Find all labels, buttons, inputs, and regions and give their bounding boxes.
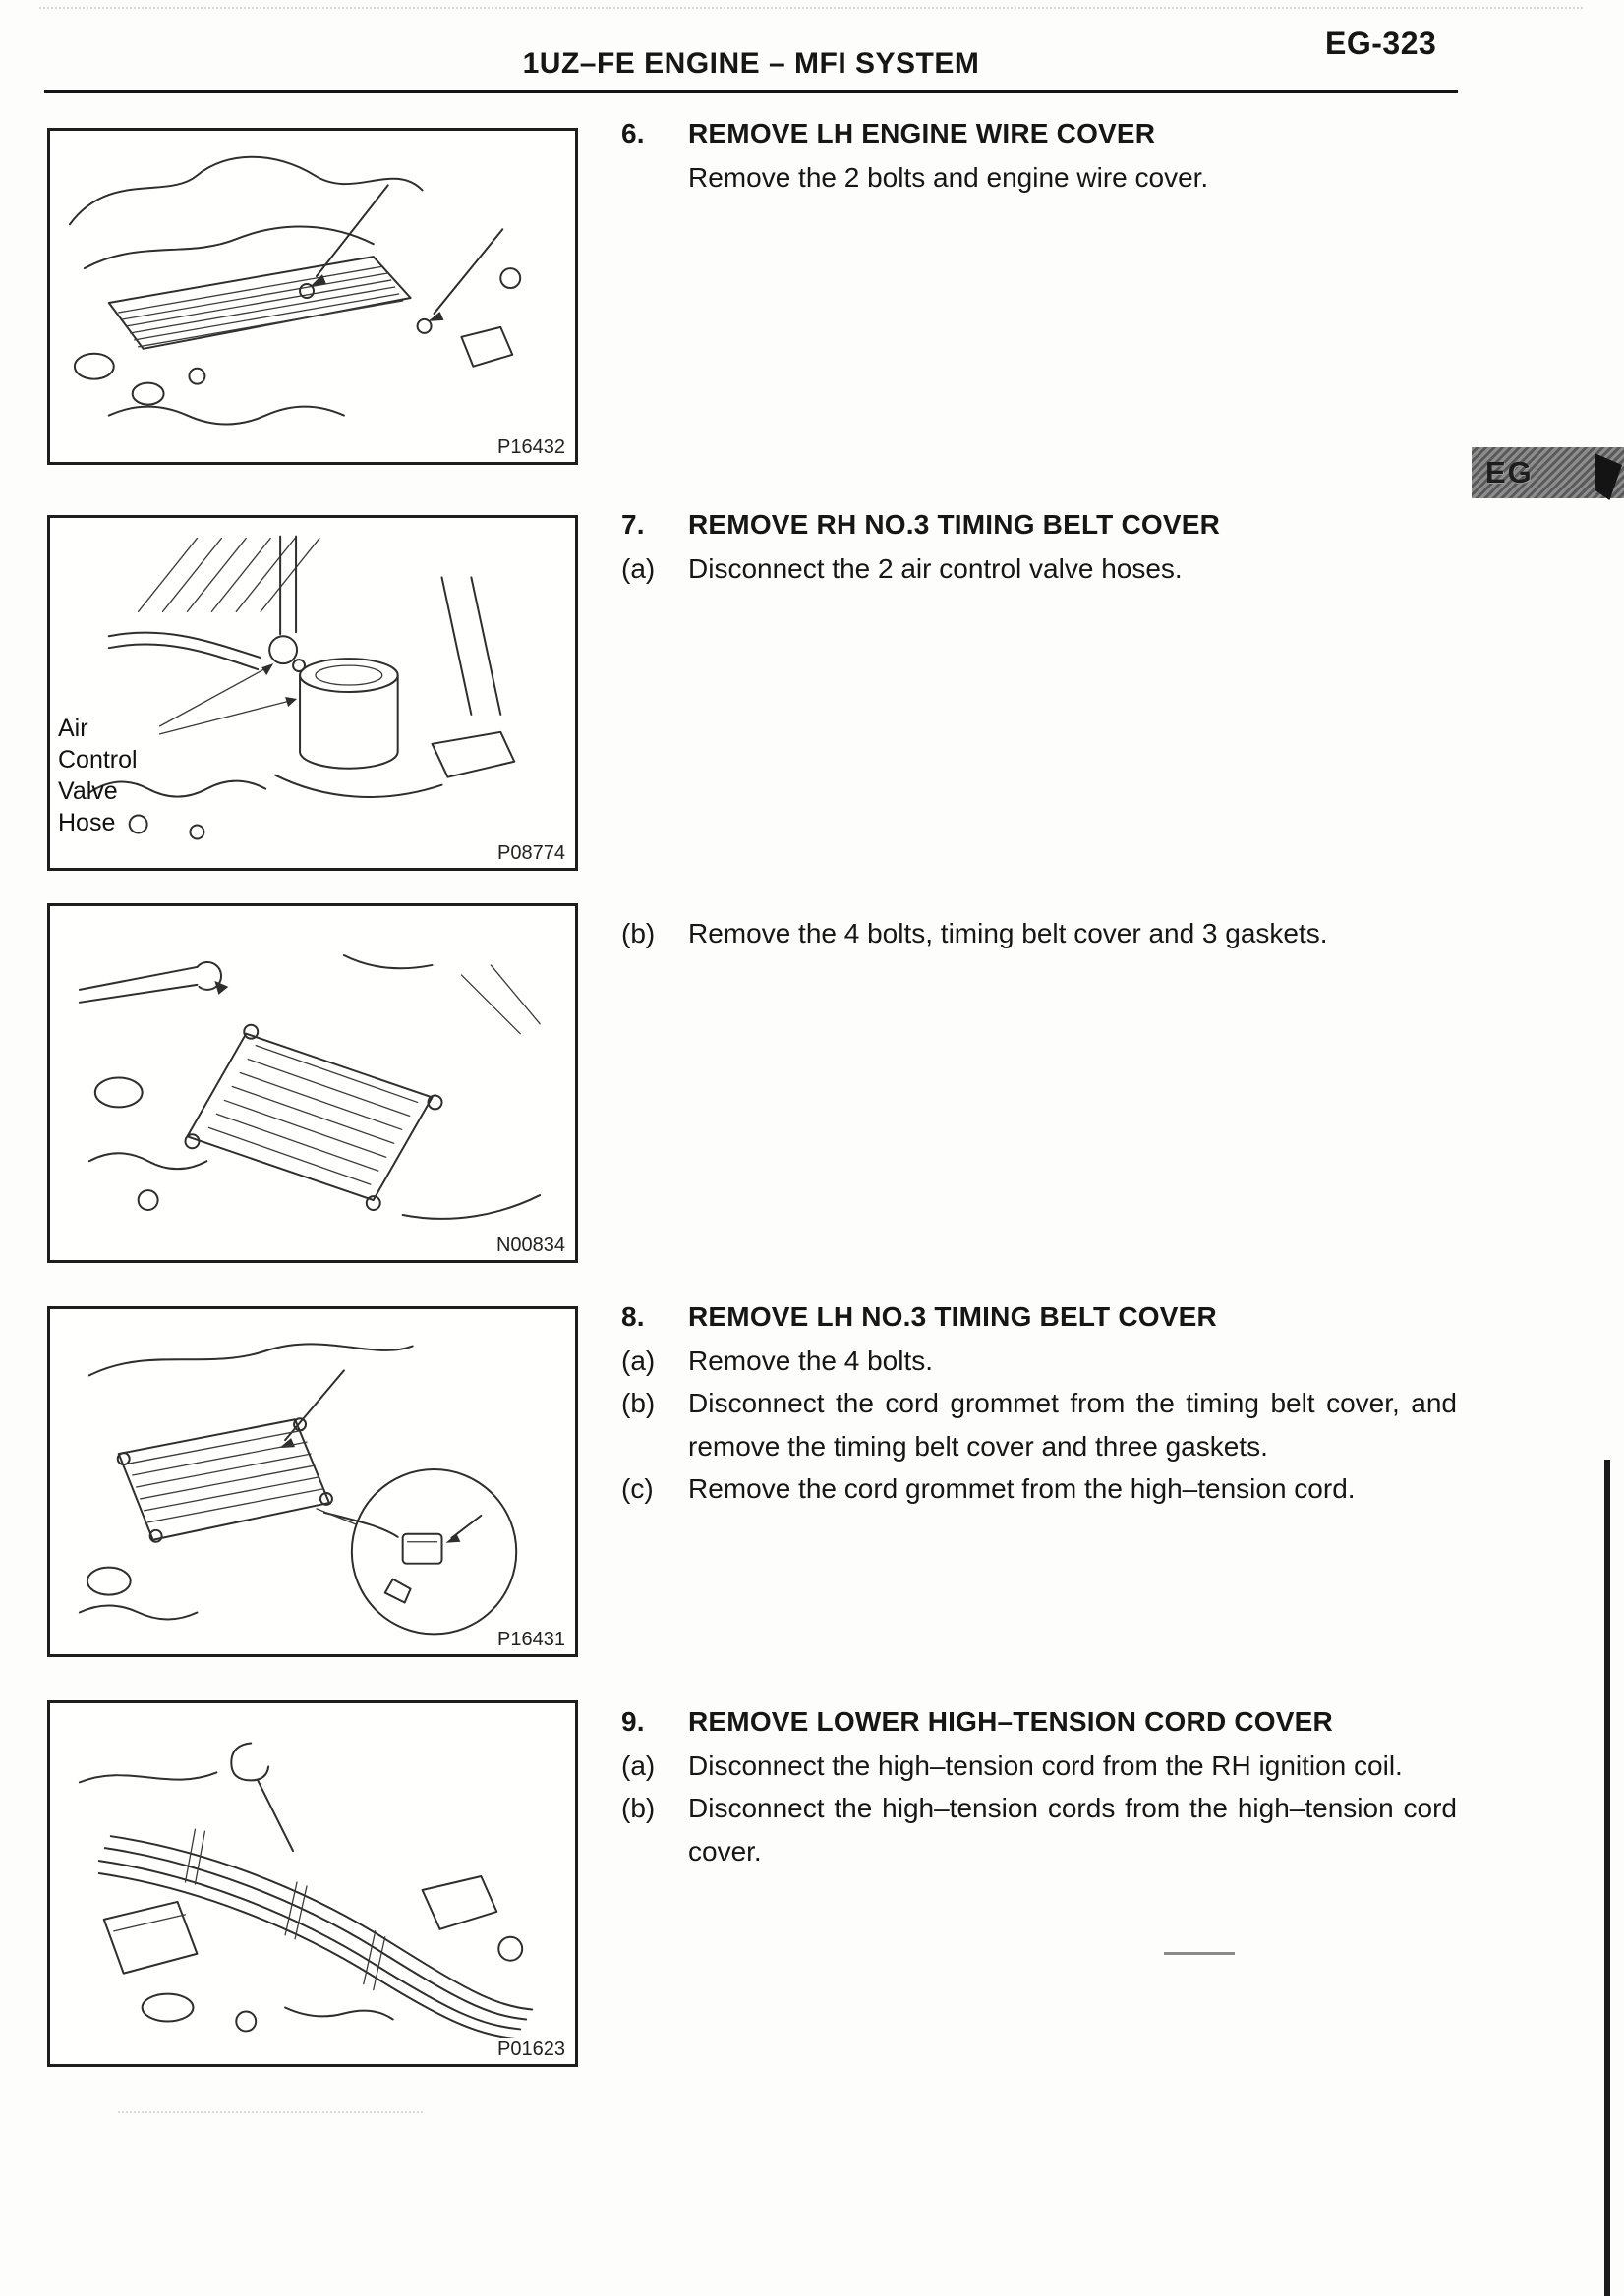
page-edge-scan-line — [1604, 1460, 1610, 2296]
step-item: (a) Disconnect the 2 air control valve h… — [621, 547, 1457, 590]
figure-high-tension-cords: P01623 — [47, 1700, 578, 2067]
lh-cover-grommet-illustration — [78, 1343, 518, 1636]
step-item: (c) Remove the cord grommet from the hig… — [621, 1467, 1457, 1510]
item-text: Disconnect the high–tension cords from t… — [688, 1793, 1457, 1866]
step-title: REMOVE LH NO.3 TIMING BELT COVER — [688, 1301, 1217, 1332]
step-heading: 6. REMOVE LH ENGINE WIRE COVER — [621, 118, 1457, 149]
item-text: Disconnect the 2 air control valve hoses… — [688, 553, 1183, 584]
figure-code: N00834 — [491, 1234, 570, 1257]
step-item: Remove the 2 bolts and engine wire cover… — [621, 156, 1457, 199]
step-item: (b) Disconnect the high–tension cords fr… — [621, 1787, 1457, 1872]
timing-belt-cover-illustration — [78, 953, 542, 1220]
step-heading: 8. REMOVE LH NO.3 TIMING BELT COVER — [621, 1301, 1457, 1333]
step-number: 9. — [621, 1706, 645, 1737]
item-marker: (b) — [621, 918, 656, 948]
item-marker: (a) — [621, 1346, 656, 1376]
figure-rh-timing-belt-cover: N00834 — [47, 903, 578, 1263]
step-title: REMOVE LH ENGINE WIRE COVER — [688, 118, 1156, 148]
step-item: (a) Remove the 4 bolts. — [621, 1340, 1457, 1382]
step-8: 8. REMOVE LH NO.3 TIMING BELT COVER (a) … — [621, 1301, 1457, 1511]
item-marker: (a) — [621, 1751, 656, 1781]
item-marker: (a) — [621, 553, 656, 584]
page-header-title: 1UZ–FE ENGINE – MFI SYSTEM — [522, 47, 980, 80]
section-edge-tab: EG — [1472, 447, 1624, 498]
item-text: Disconnect the high–tension cord from th… — [688, 1751, 1403, 1781]
step-number: 6. — [621, 118, 645, 148]
step-item: (b) Disconnect the cord grommet from the… — [621, 1382, 1457, 1467]
scan-artifact-dots-bottom — [118, 2111, 423, 2113]
item-text: Remove the 4 bolts, timing belt cover an… — [688, 918, 1328, 948]
step-7b: (b) Remove the 4 bolts, timing belt cove… — [621, 912, 1457, 954]
figure-code: P01623 — [493, 2038, 570, 2061]
step-7: 7. REMOVE RH NO.3 TIMING BELT COVER (a) … — [621, 509, 1457, 590]
item-marker — [621, 156, 688, 199]
item-marker: (b) — [621, 1793, 656, 1824]
figure-lh-timing-belt-cover: P16431 — [47, 1306, 578, 1657]
figure-air-control-valve-hoses: Air Control Valve Hose P08774 — [47, 515, 578, 871]
step-9: 9. REMOVE LOWER HIGH–TENSION CORD COVER … — [621, 1706, 1457, 1872]
item-marker: (c) — [621, 1473, 654, 1505]
scan-artifact-line — [1164, 1952, 1235, 1955]
engine-wire-cover-illustration — [68, 155, 522, 426]
page-number: EG-323 — [1325, 26, 1437, 61]
step-number: 8. — [621, 1301, 645, 1332]
figure-engine-wire-cover: P16432 — [47, 128, 578, 465]
step-6: 6. REMOVE LH ENGINE WIRE COVER Remove th… — [621, 118, 1457, 199]
step-item: (a) Disconnect the high–tension cord fro… — [621, 1745, 1457, 1787]
figure-code: P08774 — [493, 842, 570, 865]
step-number: 7. — [621, 509, 645, 540]
step-heading: 7. REMOVE RH NO.3 TIMING BELT COVER — [621, 509, 1457, 541]
item-text: Remove the 2 bolts and engine wire cover… — [688, 162, 1209, 193]
high-tension-cord-illustration — [78, 1742, 534, 2040]
step-item: (b) Remove the 4 bolts, timing belt cove… — [621, 912, 1457, 954]
item-text: Remove the 4 bolts. — [688, 1346, 934, 1376]
figure-code: P16431 — [493, 1629, 570, 1651]
header-rule — [44, 90, 1458, 93]
item-marker: (b) — [621, 1388, 656, 1419]
item-text: Remove the cord grommet from the high–te… — [688, 1473, 1356, 1505]
item-text: Disconnect the cord grommet from the tim… — [688, 1388, 1457, 1462]
edge-tab-label: EG — [1485, 455, 1534, 489]
step-heading: 9. REMOVE LOWER HIGH–TENSION CORD COVER — [621, 1706, 1457, 1738]
step-title: REMOVE RH NO.3 TIMING BELT COVER — [688, 509, 1221, 540]
step-title: REMOVE LOWER HIGH–TENSION CORD COVER — [688, 1706, 1333, 1737]
air-control-valve-illustration — [87, 535, 516, 840]
figure-code: P16432 — [493, 436, 570, 459]
air-control-valve-hose-label: Air Control Valve Hose — [58, 715, 138, 836]
scan-artifact-dots-top — [39, 7, 1583, 9]
